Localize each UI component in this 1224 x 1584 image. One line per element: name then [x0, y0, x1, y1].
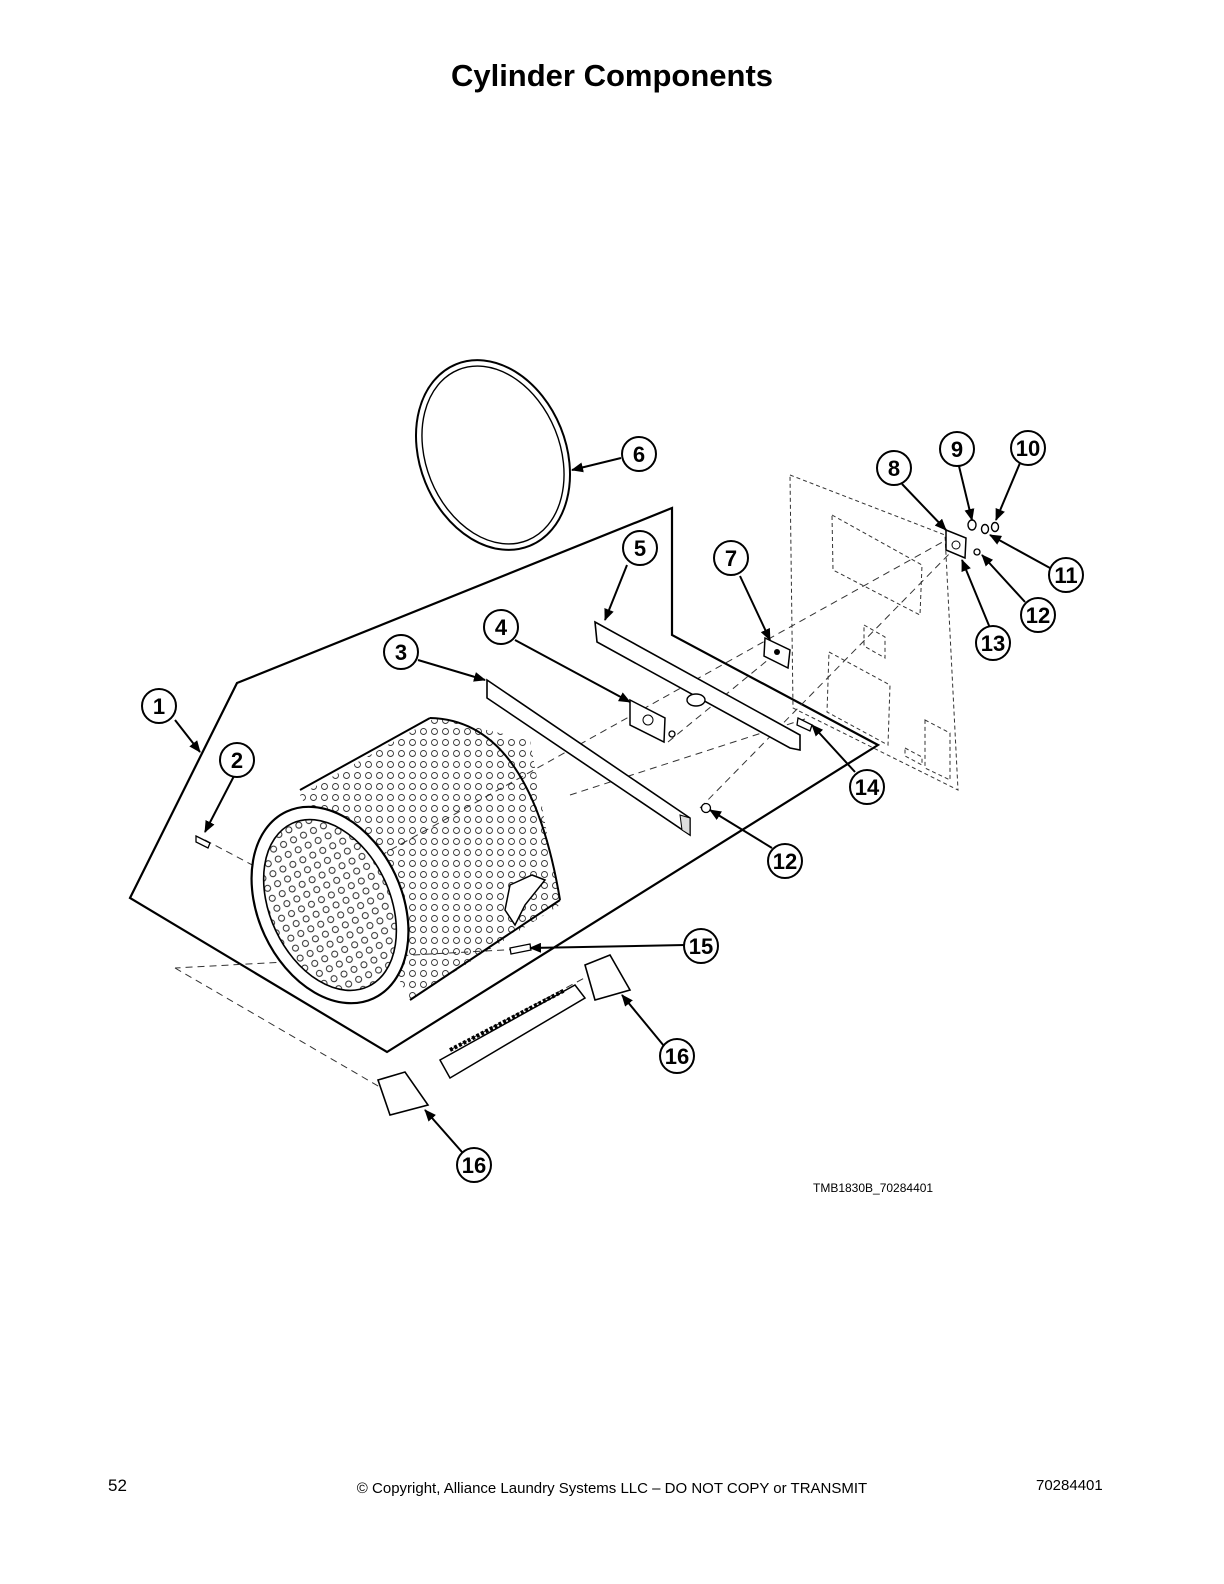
cylinder-drum: [250, 717, 561, 1005]
page-title: Cylinder Components: [450, 58, 774, 93]
figure-code: TMB1830B_70284401: [813, 1181, 934, 1195]
svg-text:16: 16: [462, 1153, 486, 1178]
leader-lines: [174, 457, 1051, 1153]
callout-2: 2: [219, 742, 255, 778]
mounting-plate: [763, 636, 791, 670]
svg-text:8: 8: [888, 456, 900, 481]
svg-text:7: 7: [725, 546, 737, 571]
svg-text:14: 14: [855, 775, 880, 800]
page-number: 52: [108, 1476, 127, 1495]
svg-text:15: 15: [689, 934, 713, 959]
callout-7: 7: [713, 540, 749, 576]
callout-6: 6: [621, 436, 657, 472]
callout-4: 4: [483, 609, 519, 645]
svg-text:5: 5: [634, 536, 646, 561]
callout-8: 8: [876, 450, 912, 486]
copyright-notice: © Copyright, Alliance Laundry Systems LL…: [356, 1480, 868, 1497]
svg-text:2: 2: [231, 748, 243, 773]
callout-16-baffle: 16: [659, 1038, 695, 1074]
callout-12-front: 12: [767, 843, 803, 879]
svg-text:10: 10: [1016, 436, 1040, 461]
svg-text:4: 4: [495, 615, 508, 640]
callout-9: 9: [939, 431, 975, 467]
callout-14: 14: [849, 769, 885, 805]
svg-text:13: 13: [981, 631, 1005, 656]
callout-5: 5: [622, 530, 658, 566]
svg-text:12: 12: [773, 849, 797, 874]
callout-3: 3: [383, 634, 419, 670]
callout-10: 10: [1010, 430, 1046, 466]
bearing-bracket: [629, 698, 666, 744]
svg-text:6: 6: [633, 442, 645, 467]
drum-baffle: [376, 953, 632, 1116]
svg-text:3: 3: [395, 640, 407, 665]
hardware-fasteners: [195, 717, 813, 955]
callout-13: 13: [975, 625, 1011, 661]
callout-16-end: 16: [456, 1147, 492, 1183]
callout-11: 11: [1048, 557, 1084, 593]
callout-labels: 1 2 3 4 5 6 7 8 9 10 11 12 12 13 14 15 1…: [141, 430, 1084, 1183]
rear-bearing-housing: [945, 519, 1000, 560]
svg-text:9: 9: [951, 437, 963, 462]
rear-panel: [789, 474, 959, 791]
drive-belt: [415, 359, 571, 551]
document-number: 70284401: [1036, 1477, 1103, 1494]
rear-support-bar: [594, 620, 801, 751]
assembly-outline: [128, 506, 881, 1054]
callout-12-rear: 12: [1020, 597, 1056, 633]
callout-15: 15: [683, 928, 719, 964]
svg-text:11: 11: [1054, 563, 1077, 588]
svg-text:16: 16: [665, 1044, 689, 1069]
svg-text:12: 12: [1026, 603, 1050, 628]
svg-text:1: 1: [153, 694, 165, 719]
callout-1: 1: [141, 688, 177, 724]
